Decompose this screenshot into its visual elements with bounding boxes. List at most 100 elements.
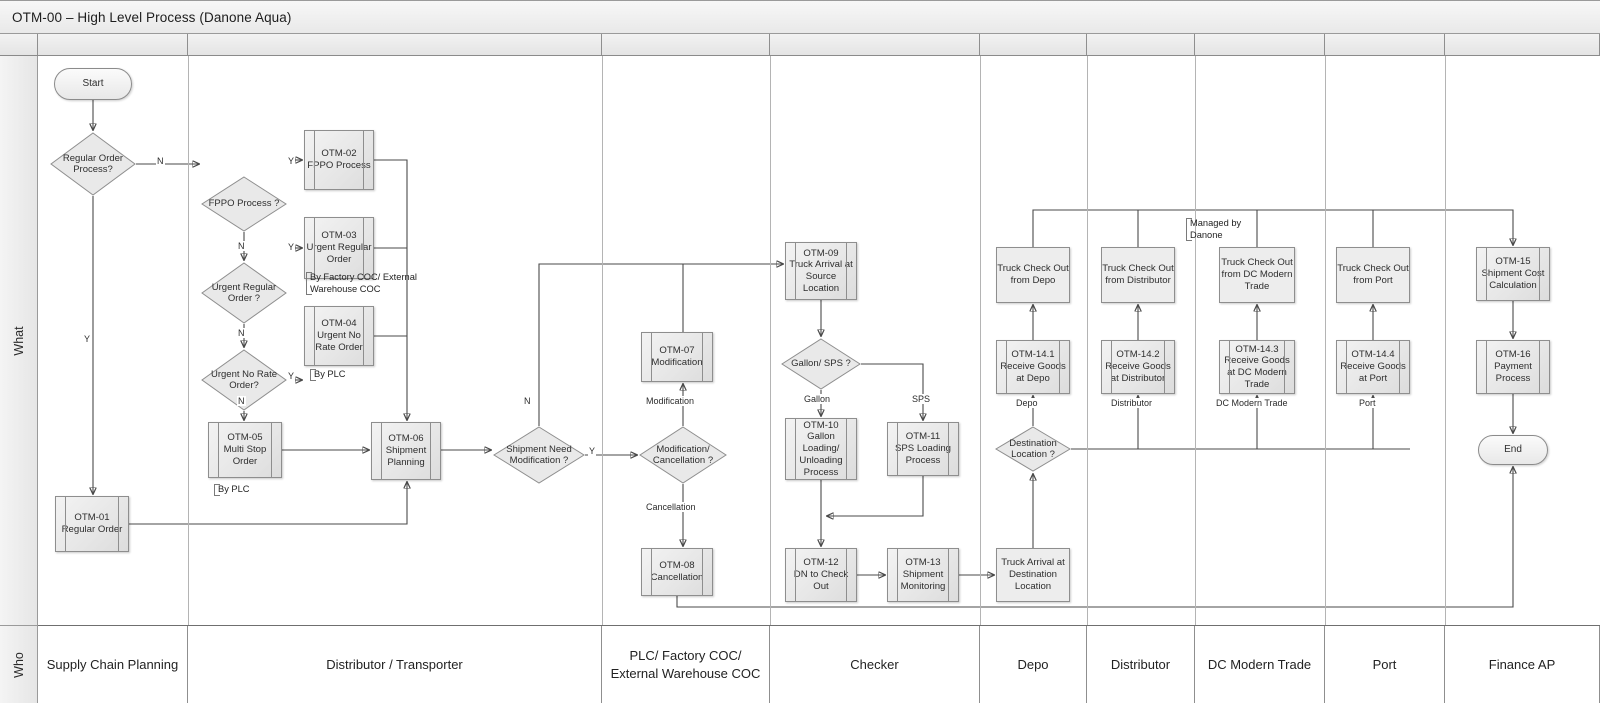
lane-header-finance[interactable] xyxy=(1445,34,1600,55)
who-cell-plc[interactable]: PLC/ Factory COC/ External Warehouse COC xyxy=(602,626,770,703)
node-otm-14-3[interactable]: OTM-14.3 Receive Goods at DC Modern Trad… xyxy=(1219,340,1295,394)
lbl-y-urgnorate: Y xyxy=(287,371,296,381)
node-otm-10[interactable]: OTM-10 Gallon Loading/ Unloading Process xyxy=(785,418,857,480)
lbl-n-urgnorate: N xyxy=(237,396,246,406)
node-d-destination[interactable]: Destination Location ? xyxy=(995,426,1071,472)
node-end[interactable]: End xyxy=(1478,435,1548,465)
lane-divider-depo xyxy=(980,56,981,625)
lane-divider-distrib xyxy=(1087,56,1088,625)
lane-divider-plc xyxy=(602,56,603,625)
lbl-distributor: Distributor xyxy=(1110,398,1154,408)
lane-header-dist_tr[interactable] xyxy=(188,34,602,55)
node-otm-04[interactable]: OTM-04 Urgent No Rate Order xyxy=(304,306,374,366)
node-tco-port[interactable]: Truck Check Out from Port xyxy=(1336,247,1410,303)
band-label-what: What xyxy=(0,56,38,626)
node-start[interactable]: Start xyxy=(54,68,132,100)
decision-shape xyxy=(639,426,727,484)
node-otm-02[interactable]: OTM-02 FPPO Process xyxy=(304,130,374,190)
node-d-regular-order[interactable]: Regular Order Process? xyxy=(50,132,136,196)
decision-shape xyxy=(493,426,585,484)
node-d-mod-cancel[interactable]: Modification/ Cancellation ? xyxy=(639,426,727,484)
node-tco-dcmt[interactable]: Truck Check Out from DC Modern Trade xyxy=(1219,247,1295,303)
node-otm-13[interactable]: OTM-13 Shipment Monitoring xyxy=(887,548,959,602)
lbl-y-start: Y xyxy=(83,334,92,344)
band-label-who: Who xyxy=(0,626,38,703)
lbl-y-shipmod: Y xyxy=(588,446,597,456)
node-d-gallon-sps[interactable]: Gallon/ SPS ? xyxy=(781,338,861,390)
node-label: Urgent Regular Order ? xyxy=(211,281,277,304)
annotation-note-managed-danone: Managed by Danone xyxy=(1186,218,1248,242)
node-otm-14-1[interactable]: OTM-14.1 Receive Goods at Depo xyxy=(996,340,1070,394)
who-cell-checker[interactable]: Checker xyxy=(770,626,980,703)
node-tco-distributor[interactable]: Truck Check Out from Distributor xyxy=(1101,247,1175,303)
annotation-note-factory-coc: By Factory COC/ External Warehouse COC xyxy=(306,272,426,296)
lbl-n-fppo: N xyxy=(237,241,246,251)
lbl-n-regular: N xyxy=(156,156,165,166)
node-otm-12[interactable]: OTM-12 DN to Check Out xyxy=(785,548,857,602)
node-d-ship-need-mod[interactable]: Shipment Need Modification ? xyxy=(493,426,585,484)
lbl-dcmodern: DC Modern Trade xyxy=(1215,398,1289,408)
decision-shape xyxy=(201,176,287,232)
node-truck-arrival-dest[interactable]: Truck Arrival at Destination Location xyxy=(996,548,1070,602)
node-otm-03[interactable]: OTM-03 Urgent Regular Order xyxy=(304,217,374,279)
lane-divider-port xyxy=(1325,56,1326,625)
lane-header-scp[interactable] xyxy=(38,34,188,55)
node-d-urgent-norate[interactable]: Urgent No Rate Order? xyxy=(201,349,287,411)
node-label: FPPO Process ? xyxy=(208,198,280,210)
lane-header-depo[interactable] xyxy=(980,34,1087,55)
node-otm-06[interactable]: OTM-06 Shipment Planning xyxy=(371,422,441,480)
lbl-sps: SPS xyxy=(911,394,932,404)
decision-shape xyxy=(781,338,861,390)
node-d-urgent-regular[interactable]: Urgent Regular Order ? xyxy=(201,262,287,324)
node-otm-14-4[interactable]: OTM-14.4 Receive Goods at Port xyxy=(1336,340,1410,394)
decision-shape xyxy=(50,132,136,196)
node-otm-07[interactable]: OTM-07 Modification xyxy=(641,332,713,382)
lbl-n-urgreg: N xyxy=(237,328,246,338)
who-cell-depo[interactable]: Depo xyxy=(980,626,1087,703)
annotation-note-by-plc-1: By PLC xyxy=(310,369,350,381)
decision-shape xyxy=(995,426,1071,472)
lane-divider-dcmt xyxy=(1195,56,1196,625)
node-label: Gallon/ SPS ? xyxy=(791,358,851,370)
node-label: Shipment Need Modification ? xyxy=(506,443,572,466)
lbl-port: Port xyxy=(1358,398,1377,408)
node-otm-16[interactable]: OTM-16 Payment Process xyxy=(1476,340,1550,394)
node-tco-depo[interactable]: Truck Check Out from Depo xyxy=(996,247,1070,303)
decision-shape xyxy=(201,349,287,411)
diagram-title-bar: OTM-00 – High Level Process (Danone Aqua… xyxy=(0,0,1600,34)
lane-header-port[interactable] xyxy=(1325,34,1445,55)
node-otm-05[interactable]: OTM-05 Multi Stop Order xyxy=(208,422,282,478)
node-otm-08[interactable]: OTM-08 Cancellation xyxy=(641,548,713,596)
who-cell-finance[interactable]: Finance AP xyxy=(1445,626,1600,703)
who-cell-scp[interactable]: Supply Chain Planning xyxy=(38,626,188,703)
page-title: OTM-00 – High Level Process (Danone Aqua… xyxy=(12,10,292,25)
annotation-note-by-plc-2: By PLC xyxy=(214,484,254,496)
node-label: Urgent No Rate Order? xyxy=(210,368,277,391)
node-d-fppo[interactable]: FPPO Process ? xyxy=(201,176,287,232)
node-otm-14-2[interactable]: OTM-14.2 Receive Goods at Distributor xyxy=(1101,340,1175,394)
decision-shape xyxy=(201,262,287,324)
lbl-gallon: Gallon xyxy=(803,394,832,404)
who-cell-dcmt[interactable]: DC Modern Trade xyxy=(1195,626,1325,703)
node-label: Modification/ Cancellation ? xyxy=(652,443,714,466)
node-otm-01[interactable]: OTM-01 Regular Order xyxy=(55,496,129,552)
lane-header-plc[interactable] xyxy=(602,34,770,55)
node-otm-11[interactable]: OTM-11 SPS Loading Process xyxy=(887,422,959,476)
who-cell-distrib[interactable]: Distributor xyxy=(1087,626,1195,703)
node-otm-15[interactable]: OTM-15 Shipment Cost Calculation xyxy=(1476,247,1550,301)
lane-divider-finance xyxy=(1445,56,1446,625)
lbl-n-shipmod: N xyxy=(523,396,532,406)
node-label: Regular Order Process? xyxy=(62,152,124,175)
band-who-text: Who xyxy=(11,651,26,678)
lbl-y-urgreg: Y xyxy=(287,242,296,252)
who-cell-dist_tr[interactable]: Distributor / Transporter xyxy=(188,626,602,703)
node-otm-09[interactable]: OTM-09 Truck Arrival at Source Location xyxy=(785,242,857,300)
who-cell-port[interactable]: Port xyxy=(1325,626,1445,703)
lane-header-band xyxy=(0,34,1600,56)
lane-header-distrib[interactable] xyxy=(1087,34,1195,55)
lane-header-dcmt[interactable] xyxy=(1195,34,1325,55)
lane-header-checker[interactable] xyxy=(770,34,980,55)
lane-divider-checker xyxy=(770,56,771,625)
